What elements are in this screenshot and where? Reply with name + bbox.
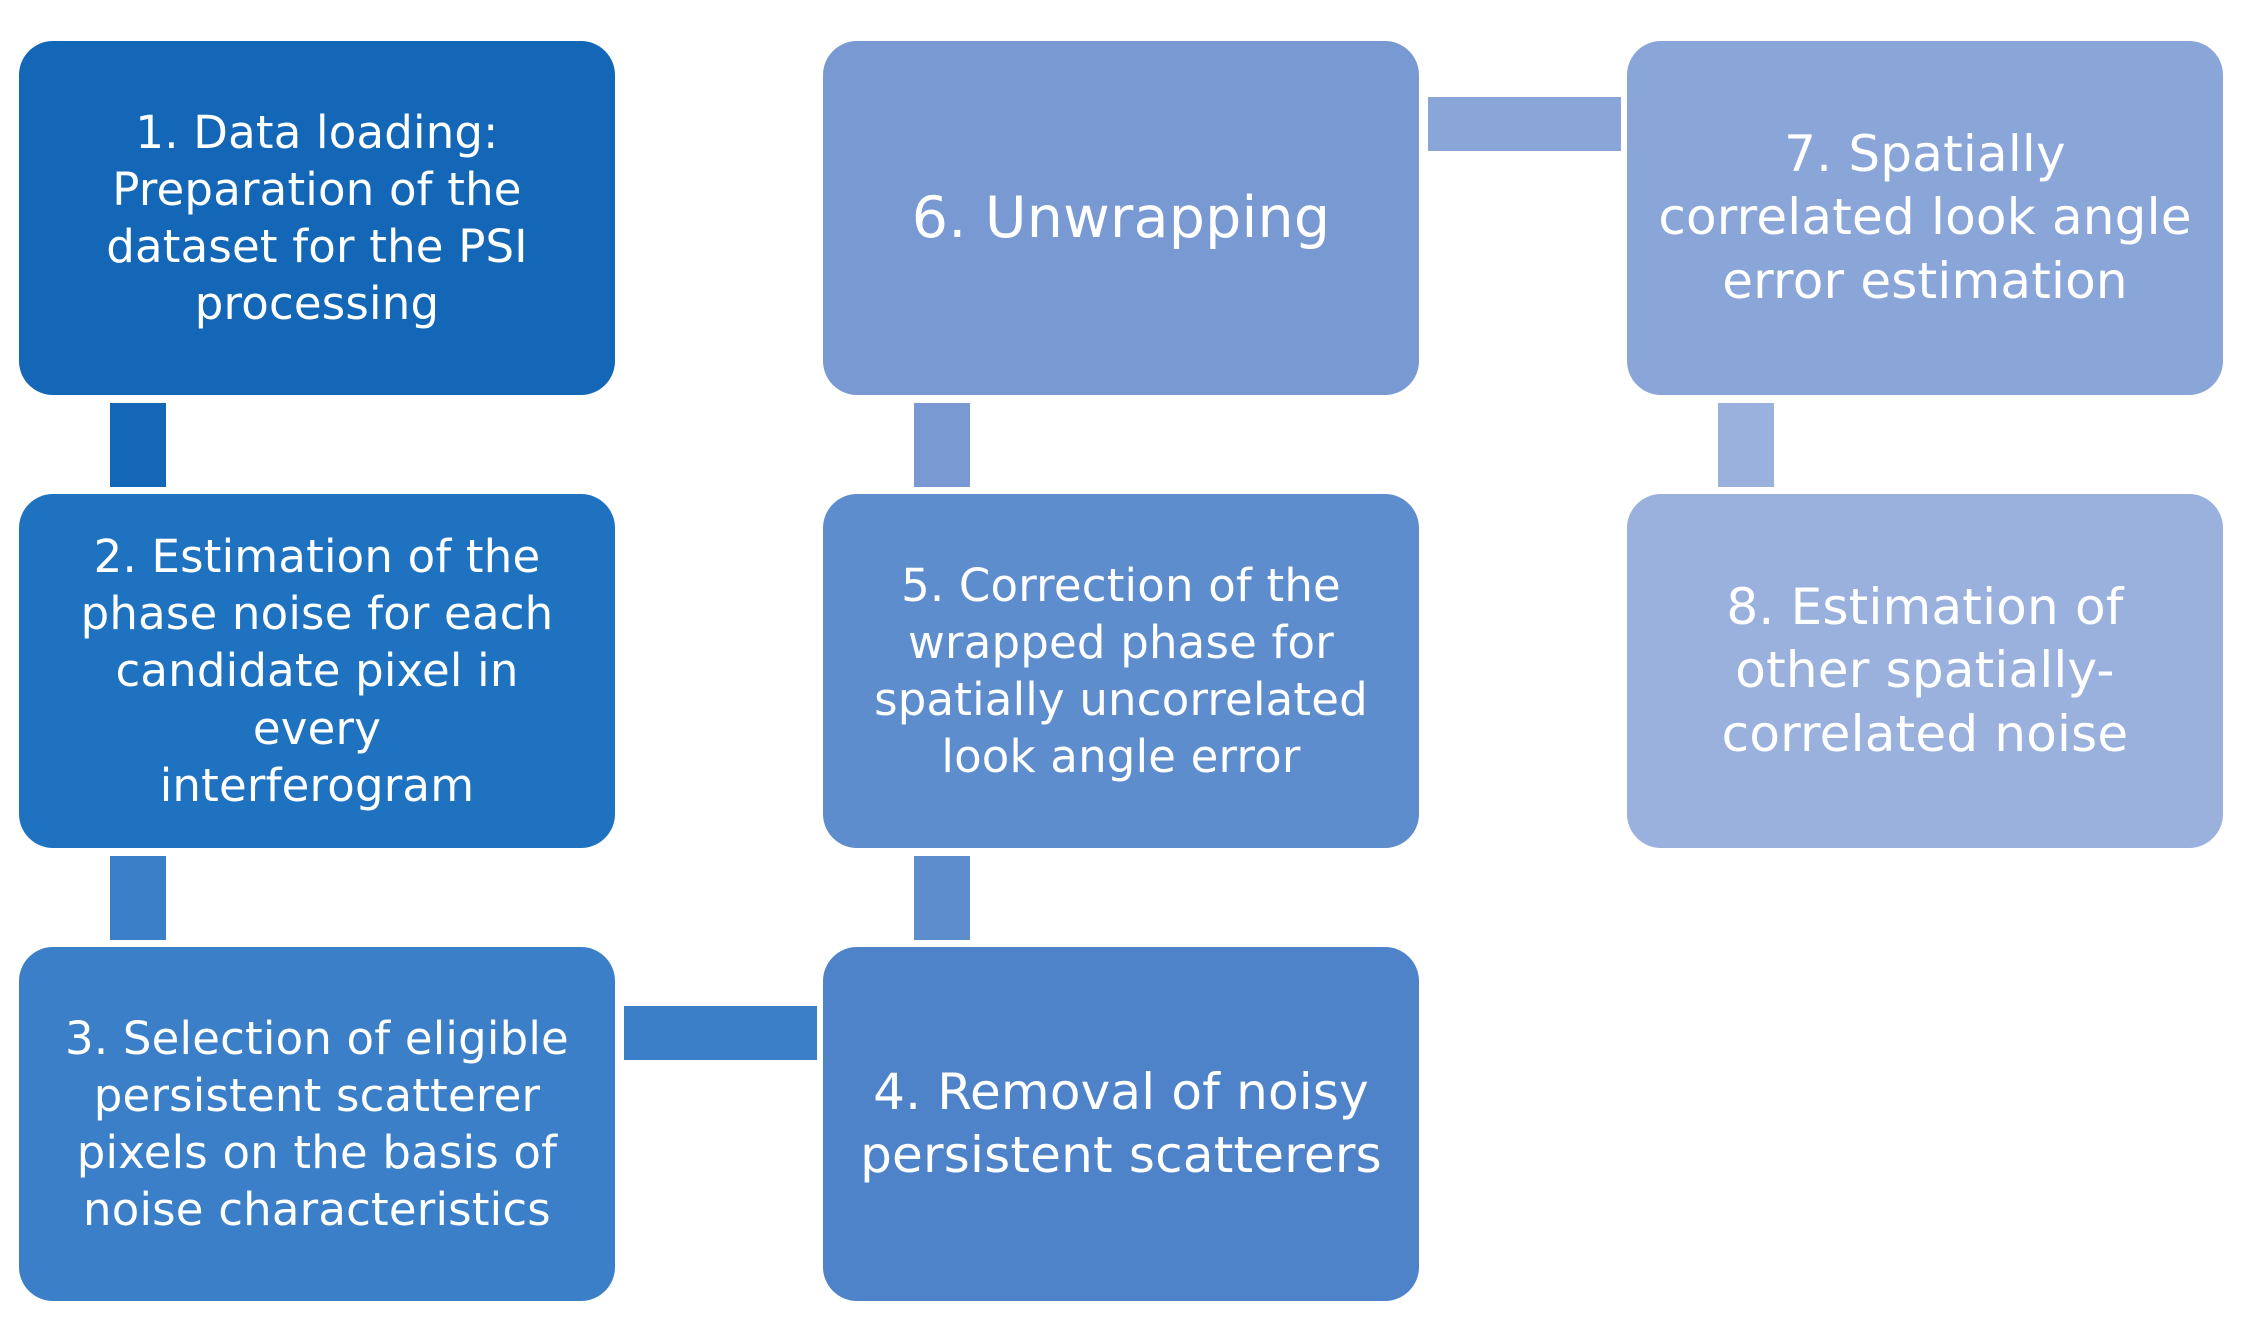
step-box-data-loading: 1. Data loading: Preparation of the data… bbox=[19, 41, 615, 395]
step-label: 8. Estimation of other spatially- correl… bbox=[1721, 577, 2129, 763]
step-box-look-angle-error-estimation: 7. Spatially correlated look angle error… bbox=[1627, 41, 2223, 395]
connector-step-4-to-5 bbox=[914, 856, 970, 940]
step-label: 4. Removal of noisy persistent scatterer… bbox=[860, 1062, 1382, 1185]
connector-step-1-to-2 bbox=[110, 403, 166, 487]
connector-step-6-to-7 bbox=[1428, 97, 1621, 151]
connector-step-5-to-6 bbox=[914, 403, 970, 487]
step-label: 6. Unwrapping bbox=[911, 184, 1331, 251]
step-label: 5. Correction of the wrapped phase for s… bbox=[874, 558, 1368, 784]
connector-step-3-to-4 bbox=[624, 1006, 817, 1060]
step-label: 2. Estimation of the phase noise for eac… bbox=[80, 530, 554, 812]
step-box-unwrapping: 6. Unwrapping bbox=[823, 41, 1419, 395]
connector-step-7-to-8 bbox=[1718, 403, 1774, 487]
step-label: 3. Selection of eligible persistent scat… bbox=[65, 1011, 569, 1237]
step-box-wrapped-phase-correction: 5. Correction of the wrapped phase for s… bbox=[823, 494, 1419, 848]
step-box-noisy-ps-removal: 4. Removal of noisy persistent scatterer… bbox=[823, 947, 1419, 1301]
step-box-phase-noise-estimation: 2. Estimation of the phase noise for eac… bbox=[19, 494, 615, 848]
step-label: 7. Spatially correlated look angle error… bbox=[1658, 124, 2192, 310]
step-box-correlated-noise-estimation: 8. Estimation of other spatially- correl… bbox=[1627, 494, 2223, 848]
connector-step-2-to-3 bbox=[110, 856, 166, 940]
step-box-ps-selection: 3. Selection of eligible persistent scat… bbox=[19, 947, 615, 1301]
step-label: 1. Data loading: Preparation of the data… bbox=[106, 105, 528, 331]
